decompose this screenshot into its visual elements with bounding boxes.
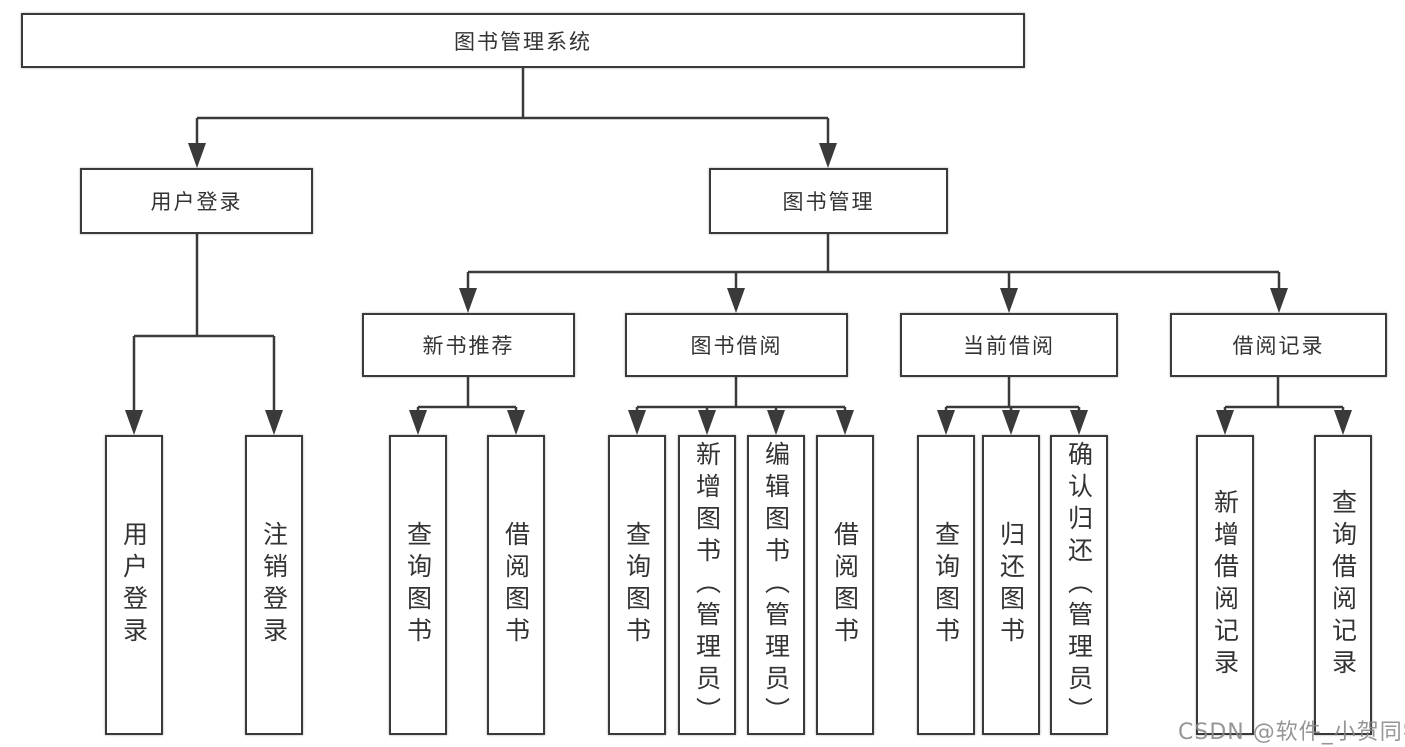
edge-records-to-leaves (1223, 377, 1345, 413)
leaf-borrow-books: 借阅图书 (816, 435, 874, 735)
leaf-edit-book-admin: 编辑图书（管理员） (747, 435, 805, 735)
node-label: 归还图书 (996, 521, 1026, 649)
leaf-query-books-recommend: 查询图书 (389, 435, 447, 735)
node-borrow-records: 借阅记录 (1170, 313, 1387, 377)
watermark: CSDN @软件_小贺同学 (1178, 720, 1405, 745)
node-label: 查询图书 (622, 521, 652, 649)
node-book-borrow: 图书借阅 (625, 313, 848, 377)
arrow-icon (698, 410, 716, 435)
node-label: 编辑图书（管理员） (761, 441, 791, 729)
arrow-icon (767, 410, 785, 435)
leaf-query-books-borrow: 查询图书 (608, 435, 666, 735)
node-label: 图书借阅 (690, 334, 783, 358)
arrow-icon (628, 410, 646, 435)
node-label: 用户登录 (119, 521, 149, 649)
edge-bookmgmt-to-level3 (466, 234, 1281, 291)
arrow-icon (937, 410, 955, 435)
leaf-add-borrow-record: 新增借阅记录 (1196, 435, 1254, 735)
node-label: 注销登录 (259, 521, 289, 649)
arrow-icon (1270, 288, 1288, 313)
node-label: 图书管理系统 (454, 29, 592, 54)
leaf-add-book-admin: 新增图书（管理员） (678, 435, 736, 735)
node-current-borrow: 当前借阅 (900, 313, 1118, 377)
edge-root-to-level2 (195, 68, 830, 146)
node-user-login: 用户登录 (80, 168, 313, 234)
node-root: 图书管理系统 (21, 13, 1025, 68)
arrow-icon (819, 143, 837, 168)
node-label: 图书管理 (782, 190, 875, 214)
leaf-user-login: 用户登录 (105, 435, 163, 735)
node-new-book-recommend: 新书推荐 (362, 313, 575, 377)
node-book-management: 图书管理 (709, 168, 948, 234)
edge-userlogin-to-leaves (132, 234, 276, 412)
edge-newbooks-to-leaves (416, 377, 518, 413)
node-label: 查询图书 (931, 521, 961, 649)
arrow-icon (1334, 410, 1352, 435)
node-label: 确认归还（管理员） (1064, 441, 1094, 729)
node-label: 新增借阅记录 (1210, 489, 1240, 681)
node-label: 当前借阅 (963, 334, 1055, 358)
node-label: 用户登录 (150, 190, 243, 214)
arrow-icon (1002, 410, 1020, 435)
arrow-icon (1000, 288, 1018, 313)
edge-currentborrow-to-leaves (944, 377, 1081, 413)
arrow-icon (1070, 410, 1088, 435)
arrow-icon (459, 288, 477, 313)
arrow-icon (409, 410, 427, 435)
node-label: 查询图书 (403, 521, 433, 649)
leaf-borrow-books-recommend: 借阅图书 (487, 435, 545, 735)
edge-bookborrow-to-leaves (635, 377, 847, 413)
arrow-icon (836, 410, 854, 435)
node-label: 新书推荐 (422, 334, 515, 358)
leaf-query-borrow-record: 查询借阅记录 (1314, 435, 1372, 735)
arrow-icon (125, 410, 143, 435)
node-label: 借阅图书 (501, 521, 531, 649)
arrow-icon (188, 143, 206, 168)
leaf-logout: 注销登录 (245, 435, 303, 735)
arrow-icon (265, 410, 283, 435)
leaf-query-books-current: 查询图书 (917, 435, 975, 735)
node-label: 借阅记录 (1232, 334, 1325, 358)
leaf-confirm-return-admin: 确认归还（管理员） (1050, 435, 1108, 735)
leaf-return-book: 归还图书 (982, 435, 1040, 735)
node-label: 借阅图书 (830, 521, 860, 649)
arrow-icon (727, 288, 745, 313)
arrow-icon (507, 410, 525, 435)
arrow-icon (1216, 410, 1234, 435)
node-label: 新增图书（管理员） (692, 441, 722, 729)
node-label: 查询借阅记录 (1328, 489, 1358, 681)
